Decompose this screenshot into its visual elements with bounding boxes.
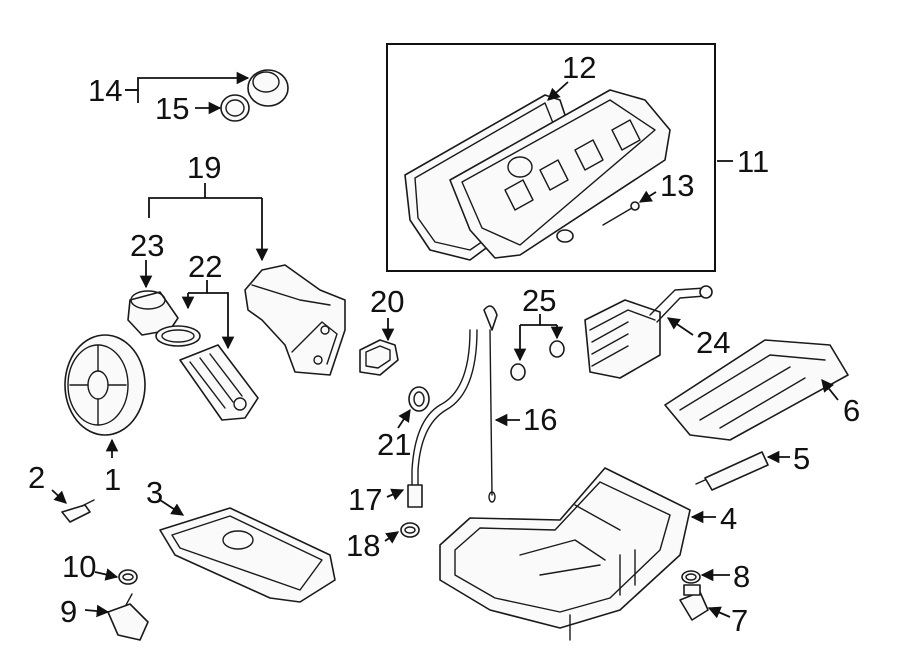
dipstick-tube [407,329,478,508]
oil-filter-element [179,344,259,421]
oil-pan-baffle [664,339,849,441]
dipstick-tube-seal [400,522,420,538]
callout-16: 16 [523,402,557,437]
oil-filler-cap [247,69,289,107]
callout-4: 4 [720,501,737,536]
callout-17: 17 [348,482,382,517]
callout-10: 10 [62,549,96,584]
upper-oil-pan [439,467,691,641]
valve-cover-bolt [602,201,640,226]
pan-drain-plug-washer [681,570,701,584]
callout-12: 12 [562,50,596,85]
drain-plug-washer [118,569,138,585]
callout-22: 22 [188,249,222,284]
callout-24: 24 [696,325,730,360]
callout-14: 14 [88,73,122,108]
valve-cover-grommet [556,229,574,243]
drain-plug [107,593,149,641]
callout-15: 15 [155,91,189,126]
callout-2: 2 [28,460,45,495]
callout-23: 23 [130,228,164,263]
pan-drain-plug [679,584,709,621]
callout-7: 7 [731,603,748,638]
pulley-bolt [61,499,95,523]
callout-21: 21 [377,427,411,462]
sealant-tube [695,451,769,491]
oil-filler-cap-seal [220,94,250,122]
callout-9: 9 [60,594,77,629]
valve-cover-inset-box [386,43,716,272]
oil-dipstick [483,305,498,503]
callout-25: 25 [522,283,556,318]
oil-cooler-line [649,285,713,323]
callout-13: 13 [660,168,694,203]
oil-filter-o-ring [155,325,201,347]
housing-gasket [359,339,399,376]
lower-oil-pan [159,507,336,603]
callout-6: 6 [843,393,860,428]
oil-cooler [584,299,661,379]
dipstick-o-ring [408,386,430,412]
cooler-o-ring-left [510,363,526,381]
leader-lines [51,71,839,619]
callout-20: 20 [370,284,404,319]
callout-19: 19 [187,150,221,185]
callout-3: 3 [146,475,163,510]
callout-11: 11 [737,144,769,179]
callout-1: 1 [104,462,121,497]
valve-cover [449,89,671,259]
callout-18: 18 [346,528,380,563]
callout-5: 5 [793,441,810,476]
crankshaft-pulley [64,334,146,436]
cooler-o-ring-right [549,340,565,358]
oil-filter-housing [244,264,346,376]
callout-8: 8 [733,559,750,594]
